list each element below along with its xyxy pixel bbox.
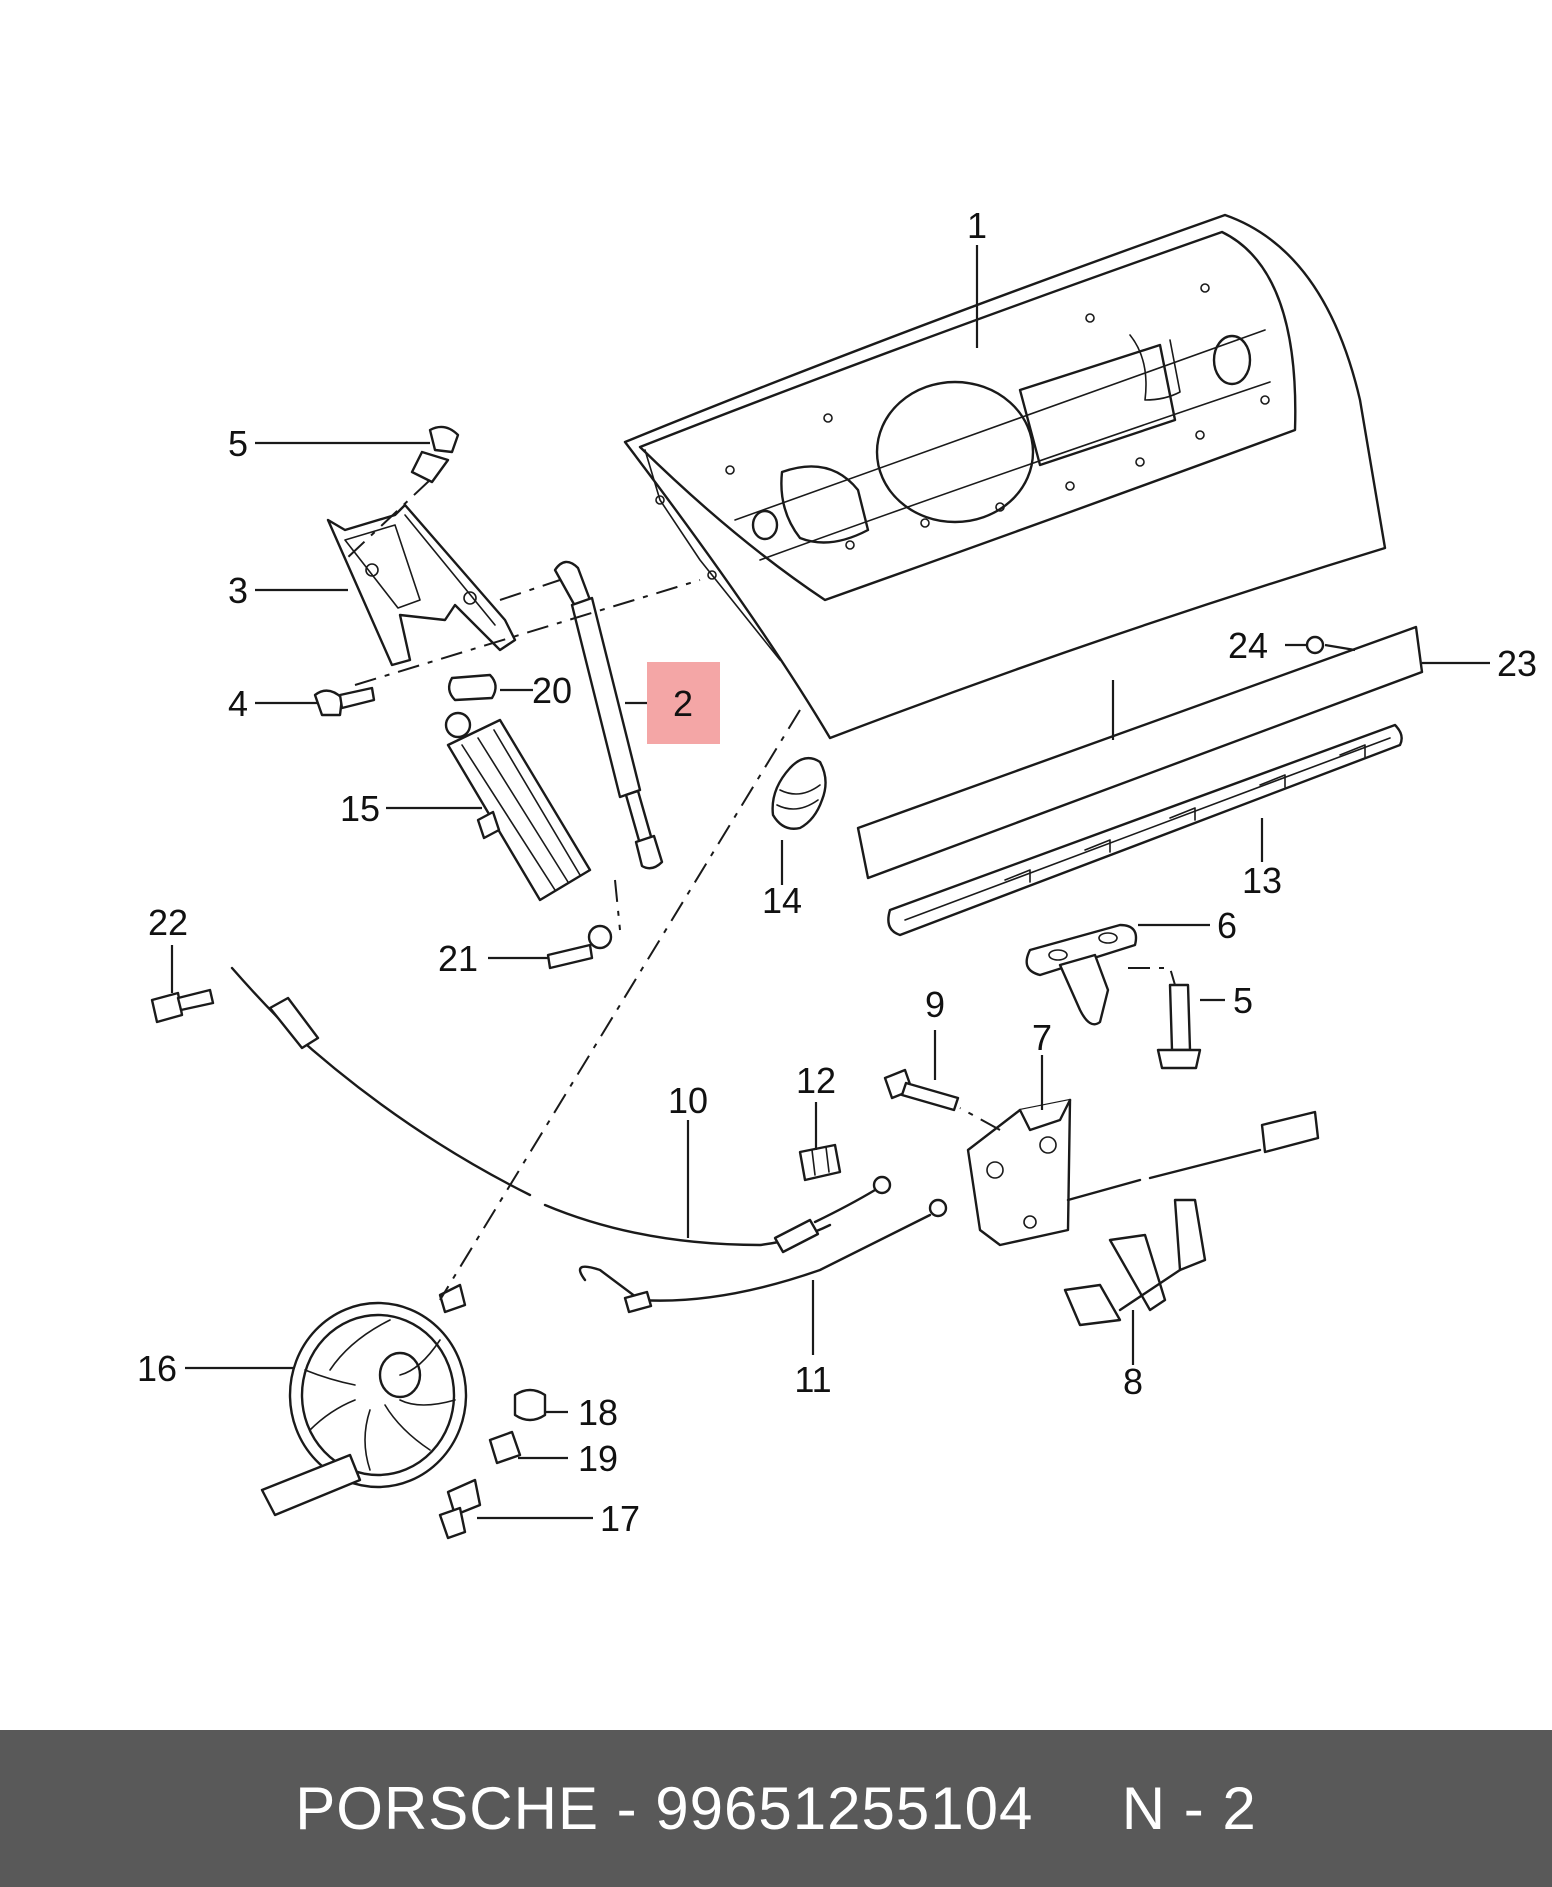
footer-gap bbox=[1033, 1774, 1121, 1843]
hood-hinge bbox=[326, 503, 517, 667]
callout-16: 16 bbox=[137, 1348, 177, 1389]
callout-22: 22 bbox=[148, 902, 188, 943]
callout-3: 3 bbox=[228, 570, 248, 611]
callout-11: 11 bbox=[794, 1359, 831, 1400]
callout-8: 8 bbox=[1123, 1361, 1143, 1402]
callout-7: 7 bbox=[1032, 1017, 1052, 1058]
position-label: N - 2 bbox=[1121, 1775, 1257, 1842]
bolt-17 bbox=[438, 1478, 482, 1540]
separator: - bbox=[598, 1775, 656, 1842]
callout-17: 17 bbox=[600, 1498, 640, 1539]
nut-24 bbox=[1305, 635, 1325, 655]
gas-strut bbox=[553, 560, 664, 870]
assembly-lines bbox=[344, 479, 1176, 1301]
callout-13: 13 bbox=[1242, 860, 1282, 901]
bolt-5-lower bbox=[1156, 983, 1202, 1070]
bolt-5-upper bbox=[410, 425, 460, 484]
callout-labels: 1 2 3 4 5 5 6 7 8 9 10 11 12 13 14 15 16… bbox=[137, 205, 1537, 1539]
callout-9: 9 bbox=[925, 984, 945, 1025]
callout-12: 12 bbox=[796, 1060, 836, 1101]
rubber-boot bbox=[771, 756, 827, 830]
callout-5-upper: 5 bbox=[228, 423, 248, 464]
callout-24: 24 bbox=[1228, 625, 1268, 666]
hood-lock bbox=[966, 1098, 1320, 1247]
callout-14: 14 bbox=[762, 880, 802, 921]
callout-15: 15 bbox=[340, 788, 380, 829]
brand-name: PORSCHE bbox=[295, 1775, 599, 1842]
callout-10: 10 bbox=[668, 1080, 708, 1121]
sensor-bracket bbox=[1063, 1198, 1207, 1327]
release-cable bbox=[230, 966, 892, 1254]
callout-5-lower: 5 bbox=[1233, 980, 1253, 1021]
callout-19: 19 bbox=[578, 1438, 618, 1479]
hood-panel bbox=[623, 213, 1387, 740]
bolt-4 bbox=[313, 686, 376, 717]
callout-23: 23 bbox=[1497, 643, 1537, 684]
leader-lines bbox=[170, 245, 1490, 1520]
seal-strip bbox=[887, 723, 1403, 937]
nut-19 bbox=[488, 1430, 522, 1465]
callout-2: 2 bbox=[673, 683, 693, 724]
callout-1: 1 bbox=[967, 205, 987, 246]
lock-bracket bbox=[1025, 923, 1138, 1026]
callout-4: 4 bbox=[228, 683, 248, 724]
part-number: 99651255104 bbox=[655, 1775, 1034, 1842]
clip-20 bbox=[447, 673, 497, 702]
callout-20: 20 bbox=[532, 670, 572, 711]
callout-6: 6 bbox=[1217, 905, 1237, 946]
callout-21: 21 bbox=[438, 938, 478, 979]
latch-bracket bbox=[444, 711, 592, 902]
bolt-21 bbox=[546, 924, 613, 970]
emergency-cable bbox=[578, 1198, 948, 1314]
trim-strip bbox=[856, 625, 1424, 880]
bolt-9 bbox=[883, 1068, 960, 1112]
clip-12 bbox=[798, 1143, 842, 1182]
parts-diagram: 1 2 3 4 5 5 6 7 8 9 10 11 12 13 14 15 16… bbox=[137, 205, 1537, 1540]
cooling-fan bbox=[260, 1283, 468, 1517]
part-footer: PORSCHE - 99651255104 N - 2 bbox=[0, 1730, 1552, 1887]
bushing-18 bbox=[513, 1388, 547, 1422]
highlight-box bbox=[647, 662, 720, 744]
callout-18: 18 bbox=[578, 1392, 618, 1433]
pin-22 bbox=[150, 988, 215, 1024]
